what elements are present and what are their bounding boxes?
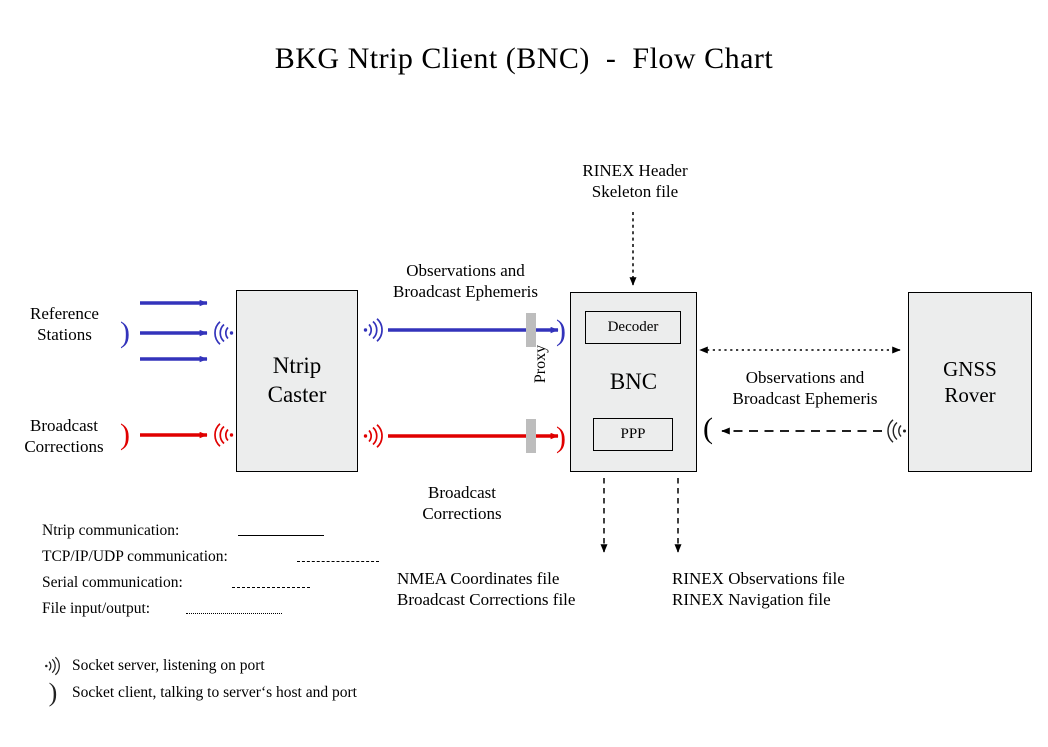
label-observations-ephemeris-bnc-to-rover: Observations and Broadcast Ephemeris [732, 368, 878, 409]
solid-line-icon [238, 535, 324, 536]
label-broadcast-corrections-input: Broadcast Corrections [24, 416, 104, 457]
socket-client-icon-bnc-in-blue: ) [556, 314, 566, 347]
label-observations-ephemeris-caster-to-bnc: Observations and Broadcast Ephemeris [393, 261, 538, 302]
label-broadcast-corrections-caster-to-bnc: Broadcast Corrections [422, 483, 502, 524]
node-gnss-rover[interactable]: GNSS Rover [908, 292, 1032, 472]
legend-row-tcpip: TCP/IP/UDP communication: [42, 548, 379, 574]
arrow-reference-stations-to-caster [140, 299, 208, 363]
socket-client-icon-broadcast-corrections: ) [120, 418, 130, 451]
legend-label-socket-client: Socket client, talking to server‘s host … [72, 683, 357, 701]
node-ntrip-caster[interactable]: Ntrip Caster [236, 290, 358, 472]
legend-row-ntrip: Ntrip communication: [42, 522, 372, 548]
node-ppp-label: PPP [620, 426, 646, 443]
socket-server-icon-caster-out-blue [362, 316, 386, 344]
socket-legend: Socket server, listening on port ) Socke… [38, 652, 458, 706]
label-nmea-output-files: NMEA Coordinates file Broadcast Correcti… [397, 569, 576, 610]
legend-row-socket-client: ) Socket client, talking to server‘s hos… [38, 679, 458, 706]
label-rinex-header-skeleton-file: RINEX Header Skeleton file [582, 161, 688, 202]
socket-client-icon-reference-stations: ) [120, 316, 130, 349]
socket-server-icon [38, 655, 68, 677]
legend-label-file-io: File input/output: [42, 600, 151, 617]
socket-client-icon-bnc-in-red: ) [556, 421, 566, 454]
node-bnc-inner: Decoder BNC PPP [571, 293, 696, 471]
proxy-label: Proxy [532, 344, 549, 384]
socket-server-mirrored-icon-caster-in-red [211, 421, 235, 449]
node-bnc[interactable]: Decoder BNC PPP [570, 292, 697, 472]
socket-server-icon-caster-out-red [362, 422, 386, 450]
node-decoder-label: Decoder [607, 319, 659, 336]
node-decoder[interactable]: Decoder [585, 311, 681, 344]
legend-label-socket-server: Socket server, listening on port [72, 656, 265, 674]
label-rinex-output-files: RINEX Observations file RINEX Navigation… [672, 569, 845, 610]
socket-client-mirrored-icon-bnc-out: ( [703, 412, 713, 445]
dotted-line-icon [186, 613, 282, 614]
proxy-bar-top [526, 313, 536, 347]
legend-label-tcpip: TCP/IP/UDP communication: [42, 548, 228, 565]
proxy-bar-bottom [526, 419, 536, 453]
node-ppp[interactable]: PPP [593, 418, 673, 451]
legend-label-ntrip: Ntrip communication: [42, 522, 180, 539]
socket-server-mirrored-icon-caster-in-blue [211, 319, 235, 347]
line-style-legend: Ntrip communication: TCP/IP/UDP communic… [42, 522, 379, 626]
dash-dot-line-icon [232, 587, 310, 588]
socket-server-mirrored-icon-rover [884, 417, 908, 445]
page-title: BKG Ntrip Client (BNC) - Flow Chart [274, 42, 774, 75]
label-reference-stations: Reference Stations [30, 304, 99, 345]
legend-label-serial: Serial communication: [42, 574, 183, 591]
node-ntrip-caster-label: Ntrip Caster [267, 353, 327, 407]
legend-row-socket-server: Socket server, listening on port [38, 652, 458, 679]
socket-client-icon: ) [48, 677, 58, 707]
legend-row-file-io: File input/output: [42, 600, 372, 626]
legend-row-serial: Serial communication: [42, 574, 372, 600]
dashed-line-icon [297, 561, 379, 562]
node-gnss-rover-label: GNSS Rover [943, 356, 997, 407]
node-bnc-label: BNC [609, 368, 658, 394]
